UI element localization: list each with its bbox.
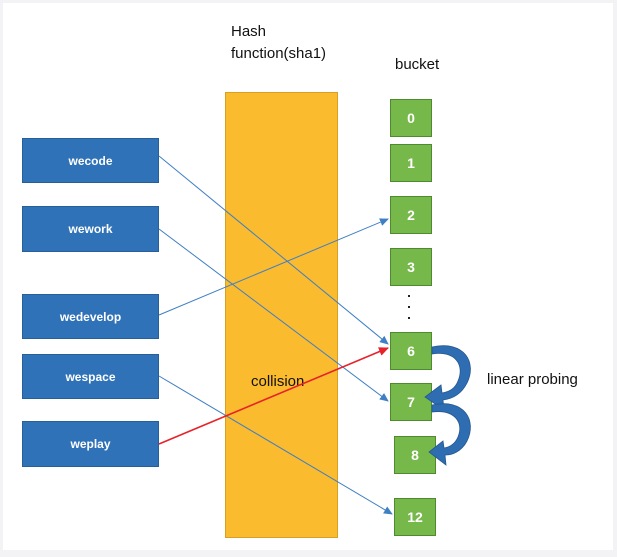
key-wework: wework (22, 206, 159, 252)
bucket-3: 3 (390, 248, 432, 286)
ellipsis-dot (408, 317, 410, 319)
link-wework-to-bucket-7 (158, 228, 389, 402)
link-wedevelop-to-bucket-2 (158, 218, 389, 316)
key-wespace: wespace (22, 354, 159, 399)
key-weplay: weplay (22, 421, 159, 467)
bucket-6: 6 (390, 332, 432, 370)
bucket-7: 7 (390, 383, 432, 421)
mapping-lines (158, 155, 471, 515)
key-wedevelop: wedevelop (22, 294, 159, 339)
bucket-0: 0 (390, 99, 432, 137)
diagram-canvas: Hash function(sha1) bucket collision wec… (3, 3, 613, 550)
probe-arrow-7-to-8 (428, 403, 471, 466)
collision-link-weplay-to-bucket-6 (158, 347, 389, 445)
bucket-1: 1 (390, 144, 432, 182)
bucket-2: 2 (390, 196, 432, 234)
bucket-12: 12 (394, 498, 436, 536)
link-wecode-to-bucket-6 (158, 155, 389, 345)
linear-probing-label: linear probing (487, 371, 578, 388)
ellipsis-dot (408, 306, 410, 308)
hash-function-label-line2: function(sha1) (231, 45, 327, 62)
bucket-header: bucket (395, 56, 440, 73)
hash-function-label-line1: Hash (231, 23, 267, 40)
ellipsis-dot (408, 295, 410, 297)
collision-label: collision (251, 373, 305, 390)
link-wespace-to-bucket-12 (158, 375, 393, 515)
probe-arrow-6-to-7 (424, 345, 471, 411)
hash-function-column (225, 92, 338, 538)
key-wecode: wecode (22, 138, 159, 183)
